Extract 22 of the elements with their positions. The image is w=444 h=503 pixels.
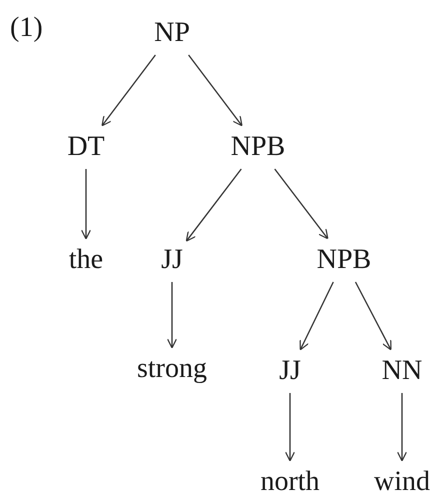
tree-node-label: NPB xyxy=(226,125,290,169)
tree-node-label: the xyxy=(64,238,108,282)
arrow xyxy=(186,168,242,242)
arrow xyxy=(284,393,296,462)
tree-node-label: JJ xyxy=(157,238,187,282)
arrow xyxy=(274,168,328,240)
arrow xyxy=(188,54,243,126)
arrow xyxy=(354,282,392,350)
example-number: (1) xyxy=(10,14,43,42)
tree-node-label: DT xyxy=(63,125,109,169)
tree-node-label: strong xyxy=(133,347,211,391)
arrow xyxy=(166,282,178,348)
arrow xyxy=(300,282,334,350)
tree-node-label: NN xyxy=(378,349,426,393)
tree-node-label: JJ xyxy=(275,349,305,393)
arrow xyxy=(396,393,408,462)
arrow xyxy=(80,169,92,240)
arrow xyxy=(101,54,156,126)
tree-node-label: NP xyxy=(150,11,194,55)
tree-node-label: wind xyxy=(370,460,434,503)
tree-node-label: NPB xyxy=(312,238,376,282)
tree-node-label: north xyxy=(256,460,324,503)
